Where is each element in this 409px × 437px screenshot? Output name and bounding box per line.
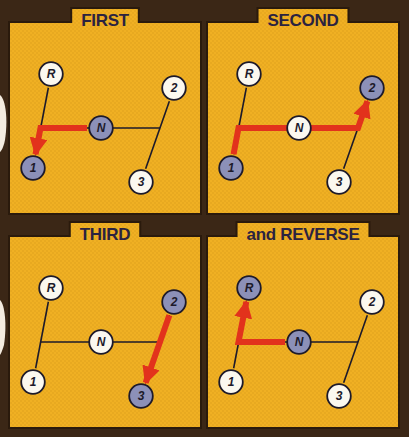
gear-knob: 1 bbox=[218, 369, 244, 395]
gear-panel: SECOND R 2N 1 3 bbox=[207, 8, 399, 214]
gear-knob: 1 bbox=[20, 155, 46, 181]
gear-knob: 2 bbox=[161, 289, 187, 315]
panel-texture bbox=[9, 222, 201, 428]
shift-gate bbox=[344, 315, 368, 383]
gear-knob: 2 bbox=[359, 289, 385, 315]
gear-knob: N bbox=[286, 115, 312, 141]
panel-texture bbox=[207, 8, 399, 214]
gear-label: 2 bbox=[161, 289, 187, 315]
gear-knob: N bbox=[88, 329, 114, 355]
shift-arrow bbox=[36, 128, 87, 154]
gear-panel: THIRD R 2N 1 3 bbox=[9, 222, 201, 428]
gear-knob: R bbox=[38, 61, 64, 87]
gear-label: N bbox=[88, 329, 114, 355]
hand-sketch bbox=[0, 300, 5, 355]
panel-title-box: FIRST bbox=[9, 11, 201, 31]
gear-knob: 3 bbox=[326, 169, 352, 195]
gear-label: R bbox=[38, 61, 64, 87]
gear-label: R bbox=[38, 275, 64, 301]
gear-label: 1 bbox=[20, 155, 46, 181]
gear-label: 3 bbox=[326, 169, 352, 195]
gear-panel: and REVERSE R 2N 1 3 bbox=[207, 222, 399, 428]
shift-arrow bbox=[146, 315, 170, 383]
gear-knob: N bbox=[286, 329, 312, 355]
gear-knob: 2 bbox=[359, 75, 385, 101]
panel-title: SECOND bbox=[268, 11, 339, 30]
shift-arrow bbox=[239, 302, 286, 342]
gear-label: 2 bbox=[359, 289, 385, 315]
gear-label: 1 bbox=[20, 369, 46, 395]
gear-label: 3 bbox=[128, 169, 154, 195]
gear-knob: N bbox=[88, 115, 114, 141]
panel-texture bbox=[9, 8, 201, 214]
panel-ground bbox=[207, 222, 399, 428]
gear-knob: 1 bbox=[20, 369, 46, 395]
gear-knob: R bbox=[236, 275, 262, 301]
gear-knob: 3 bbox=[128, 169, 154, 195]
shift-gate bbox=[146, 315, 170, 383]
panel-title: and REVERSE bbox=[247, 225, 360, 244]
gear-knob: 3 bbox=[128, 383, 154, 409]
gear-label: N bbox=[88, 115, 114, 141]
gear-label: 3 bbox=[128, 383, 154, 409]
gear-label: 1 bbox=[218, 155, 244, 181]
panel-texture bbox=[207, 222, 399, 428]
shift-arrow bbox=[234, 101, 368, 154]
shift-gate bbox=[146, 101, 170, 169]
panel-title-box: SECOND bbox=[207, 11, 399, 31]
panel-title-box: and REVERSE bbox=[207, 225, 399, 245]
gear-label: 2 bbox=[359, 75, 385, 101]
shift-gate bbox=[36, 302, 49, 369]
gear-knob: 3 bbox=[326, 383, 352, 409]
gear-knob: 1 bbox=[218, 155, 244, 181]
gear-label: R bbox=[236, 61, 262, 87]
gear-label: 2 bbox=[161, 75, 187, 101]
gear-panel: FIRST R 2N 1 3 bbox=[9, 8, 201, 214]
gear-label: 1 bbox=[218, 369, 244, 395]
gear-label: R bbox=[236, 275, 262, 301]
gear-knob: R bbox=[38, 275, 64, 301]
gear-label: N bbox=[286, 329, 312, 355]
panel-title: FIRST bbox=[81, 11, 129, 30]
panel-title: THIRD bbox=[80, 225, 130, 244]
panel-ground bbox=[9, 222, 201, 428]
gear-label: 3 bbox=[326, 383, 352, 409]
gear-label: N bbox=[286, 115, 312, 141]
panel-ground bbox=[9, 8, 201, 214]
gear-knob: R bbox=[236, 61, 262, 87]
panel-title-box: THIRD bbox=[9, 225, 201, 245]
panel-ground bbox=[207, 8, 399, 214]
gear-knob: 2 bbox=[161, 75, 187, 101]
hand-sketch bbox=[0, 95, 6, 152]
